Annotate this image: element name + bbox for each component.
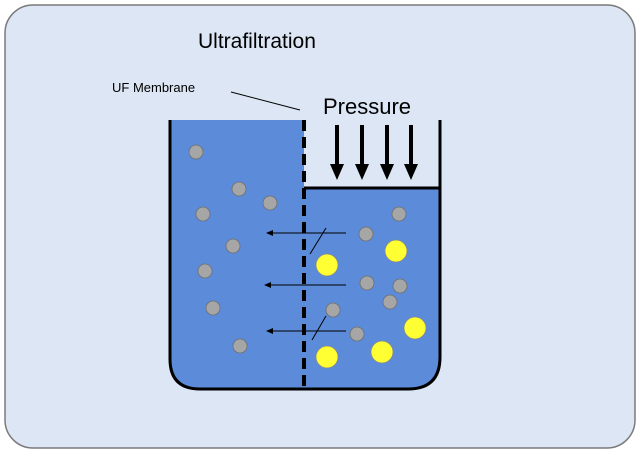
small-particle: [391, 206, 407, 222]
small-particle: [262, 195, 278, 211]
small-particle: [197, 263, 213, 279]
small-particle: [195, 206, 211, 222]
membrane-label: UF Membrane: [112, 80, 196, 95]
blocked-marker: [309, 227, 327, 255]
flow-arrow: [266, 230, 346, 236]
pressure-label: Pressure: [323, 94, 412, 119]
small-particle: [392, 278, 408, 294]
large-particle: [403, 316, 427, 340]
pressure-arrow: [404, 125, 418, 180]
large-particle: [370, 340, 394, 364]
small-particle: [225, 238, 241, 254]
large-particle: [315, 253, 339, 277]
small-particle: [382, 294, 398, 310]
pressure-arrow: [355, 125, 369, 180]
small-particle: [232, 338, 248, 354]
small-particle: [205, 300, 221, 316]
small-particle: [349, 326, 365, 342]
blocked-marker: [311, 315, 327, 341]
large-particles: [315, 239, 427, 369]
pressure-arrows: [330, 125, 418, 180]
pressure-arrow: [330, 125, 344, 180]
flow-arrow: [266, 328, 346, 334]
diagram-title: Ultrafiltration: [198, 30, 316, 53]
small-particle: [359, 275, 375, 291]
small-particle: [325, 302, 341, 318]
flow-arrows: [264, 230, 346, 334]
small-particles: [188, 144, 408, 354]
membrane-label-leader: [230, 91, 301, 111]
small-particle: [231, 181, 247, 197]
flow-arrow: [264, 282, 346, 288]
small-particle: [358, 226, 374, 242]
container-outline: [168, 120, 442, 391]
pressure-arrow: [380, 125, 394, 180]
blocked-markers: [309, 227, 327, 341]
large-particle: [384, 239, 408, 263]
small-particle: [188, 144, 204, 160]
large-particle: [315, 345, 339, 369]
